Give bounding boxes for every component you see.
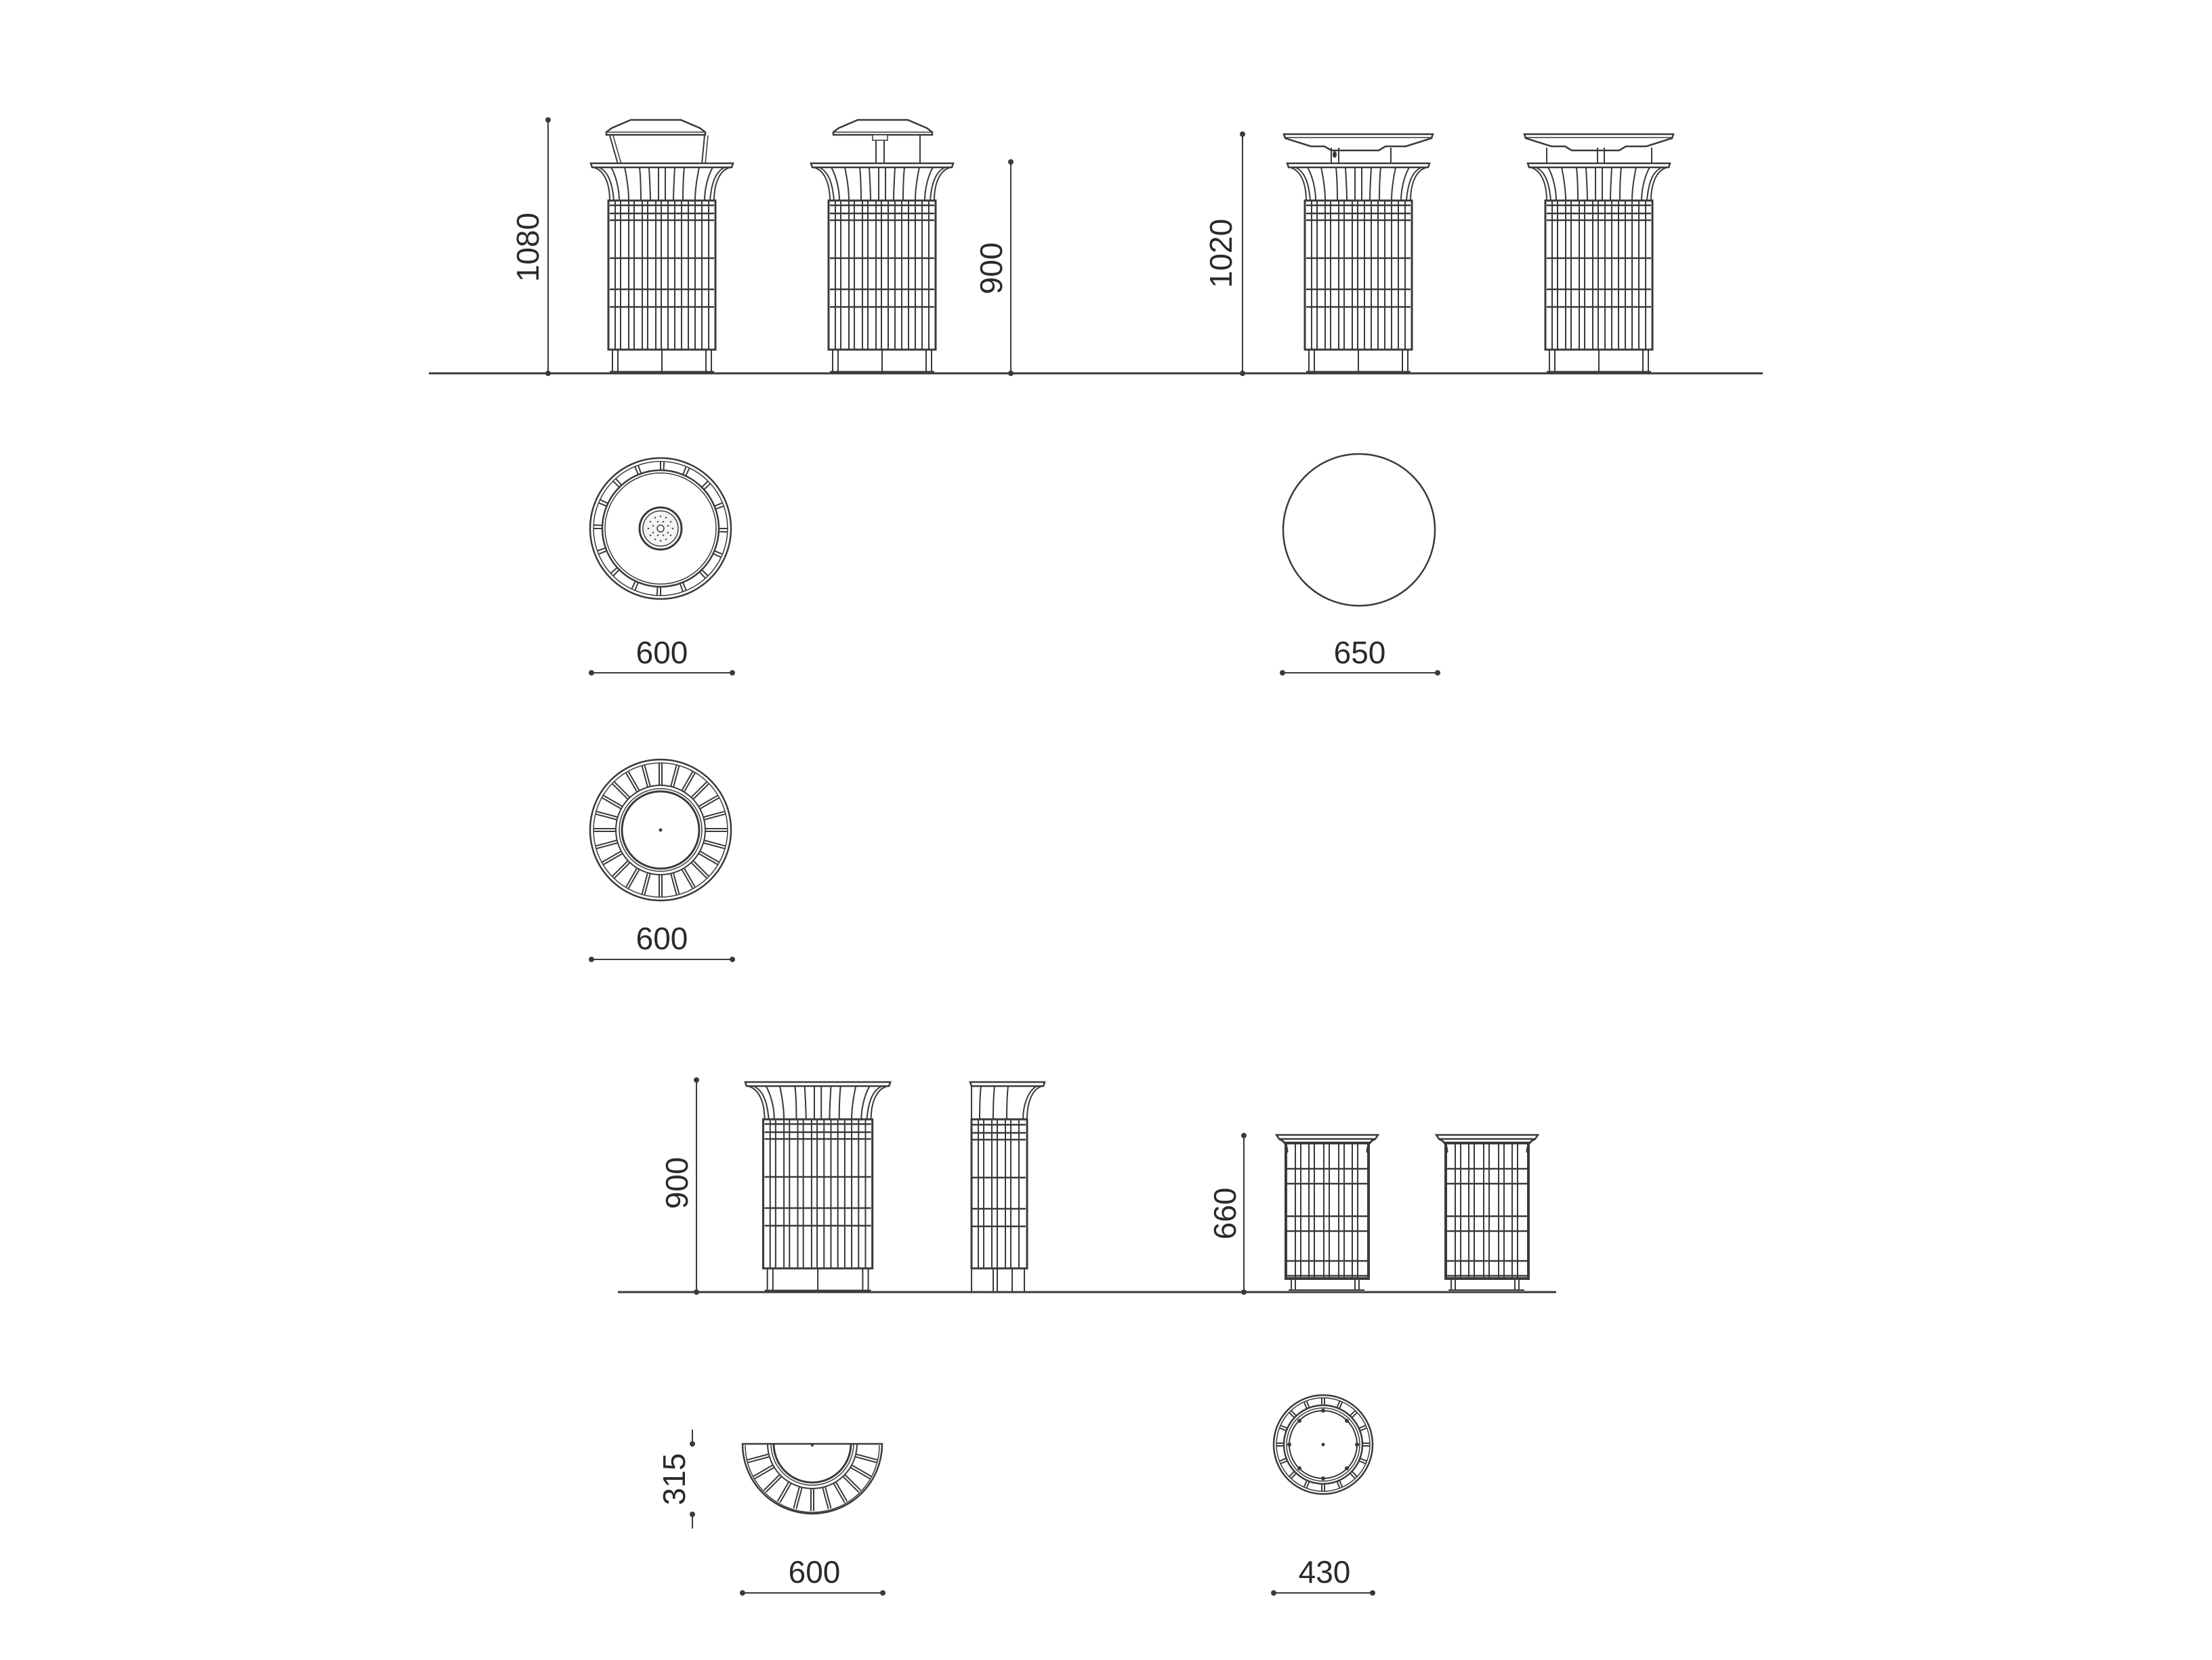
bottom-elevations — [618, 1077, 1556, 1295]
dimension-660 — [1241, 1133, 1247, 1295]
label-depth-315: 315 — [656, 1453, 692, 1506]
plan-open — [589, 758, 732, 902]
bin-halfround-front — [744, 1081, 892, 1293]
dimension-plan-430 — [1271, 1590, 1375, 1596]
dimension-plan-600-a — [589, 670, 735, 676]
dimension-plan-650 — [1280, 670, 1440, 676]
top-elevations — [429, 117, 1763, 376]
bin-flatlid-front — [1282, 133, 1434, 375]
bin-small-side — [1435, 1134, 1539, 1292]
label-height-900-bottom: 900 — [659, 1157, 694, 1209]
dimension-900-top — [1008, 159, 1014, 376]
label-width-600-c: 600 — [788, 1554, 841, 1590]
bin-small-front — [1275, 1134, 1379, 1292]
bottom-plans — [690, 1394, 1375, 1596]
bin-flatlid-side — [1523, 133, 1675, 375]
plan-halfround — [741, 1443, 883, 1515]
dimension-plan-600-c — [740, 1590, 885, 1596]
label-height-900-top: 900 — [974, 242, 1009, 295]
bin-halfround-side — [969, 1081, 1046, 1292]
top-plans — [589, 453, 1440, 962]
dimension-315 — [690, 1430, 695, 1529]
label-width-600-b: 600 — [635, 921, 688, 956]
bin-ashtray-front — [589, 119, 734, 375]
label-width-430: 430 — [1298, 1554, 1351, 1590]
dimension-1080 — [545, 117, 551, 376]
dimension-900-bottom — [694, 1077, 699, 1295]
dimension-plan-600-b — [589, 957, 735, 962]
plan-small — [1272, 1394, 1374, 1495]
plan-flatlid — [1282, 453, 1436, 607]
label-width-650: 650 — [1333, 635, 1386, 670]
plan-ashtray — [589, 457, 732, 600]
label-height-1020: 1020 — [1203, 218, 1238, 289]
label-width-600-a: 600 — [635, 635, 688, 670]
bin-ashtray-side — [810, 119, 955, 375]
label-height-1080: 1080 — [510, 212, 545, 283]
dimension-1020 — [1240, 131, 1245, 376]
label-height-660: 660 — [1207, 1187, 1243, 1240]
